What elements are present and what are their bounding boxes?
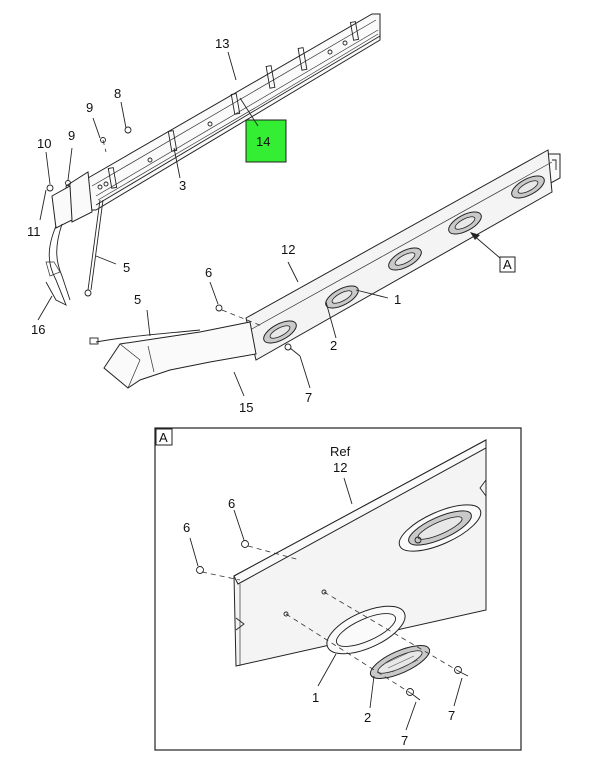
- callout-9b: 9: [68, 128, 75, 143]
- upper-rail-assembly: [51, 13, 381, 229]
- rail-lamp-1: [263, 320, 297, 344]
- callout-11: 11: [27, 224, 41, 239]
- view-marker-a: A: [503, 257, 512, 272]
- left-strap: [45, 223, 71, 306]
- detail-callout-12: 12: [333, 460, 347, 475]
- callout-16: 16: [31, 322, 45, 337]
- fasteners-upper-left: [46, 126, 132, 192]
- detail-callout-7b: 7: [448, 708, 455, 723]
- lower-harness: [89, 321, 257, 389]
- detail-view-a: A: [154, 427, 522, 751]
- callout-6: 6: [205, 265, 212, 280]
- callout-1: 1: [394, 292, 401, 307]
- top-callouts: 13 8 9 9 10 11 3 14 5 16 12 6 5 1 2 7 15…: [27, 36, 512, 415]
- callout-8: 8: [114, 86, 121, 101]
- item-14-highlight: [245, 119, 287, 163]
- rail-fasteners: [215, 304, 301, 357]
- rail-lamp-2: [325, 285, 359, 309]
- callout-7: 7: [305, 390, 312, 405]
- callout-2: 2: [330, 338, 337, 353]
- rail-lamps: [263, 175, 545, 344]
- detail-callout-2: 2: [364, 710, 371, 725]
- detail-callout-6a: 6: [228, 496, 235, 511]
- callout-5a: 5: [123, 260, 130, 275]
- callout-5b: 5: [134, 292, 141, 307]
- callout-14: 14: [256, 134, 270, 149]
- rail-lamp-5: [511, 175, 545, 199]
- screw-7a: [406, 688, 421, 701]
- screw-7b: [454, 666, 469, 677]
- view-a-arrow: [470, 232, 516, 273]
- callout-3: 3: [179, 178, 186, 193]
- detail-callout-1: 1: [312, 690, 319, 705]
- wire-lead-upper: [84, 199, 104, 297]
- detail-callout-7a: 7: [401, 733, 408, 748]
- callout-12: 12: [281, 242, 295, 257]
- detail-ref-text: Ref: [330, 444, 351, 459]
- callout-15: 15: [239, 400, 253, 415]
- callout-13: 13: [215, 36, 229, 51]
- rail-lamp-4: [448, 211, 482, 235]
- detail-view-label: A: [159, 430, 168, 445]
- callout-9a: 9: [86, 100, 93, 115]
- rail-lamp-3: [388, 247, 422, 271]
- callout-10: 10: [37, 136, 51, 151]
- detail-callout-6b: 6: [183, 520, 190, 535]
- leader-lines: [37, 51, 389, 397]
